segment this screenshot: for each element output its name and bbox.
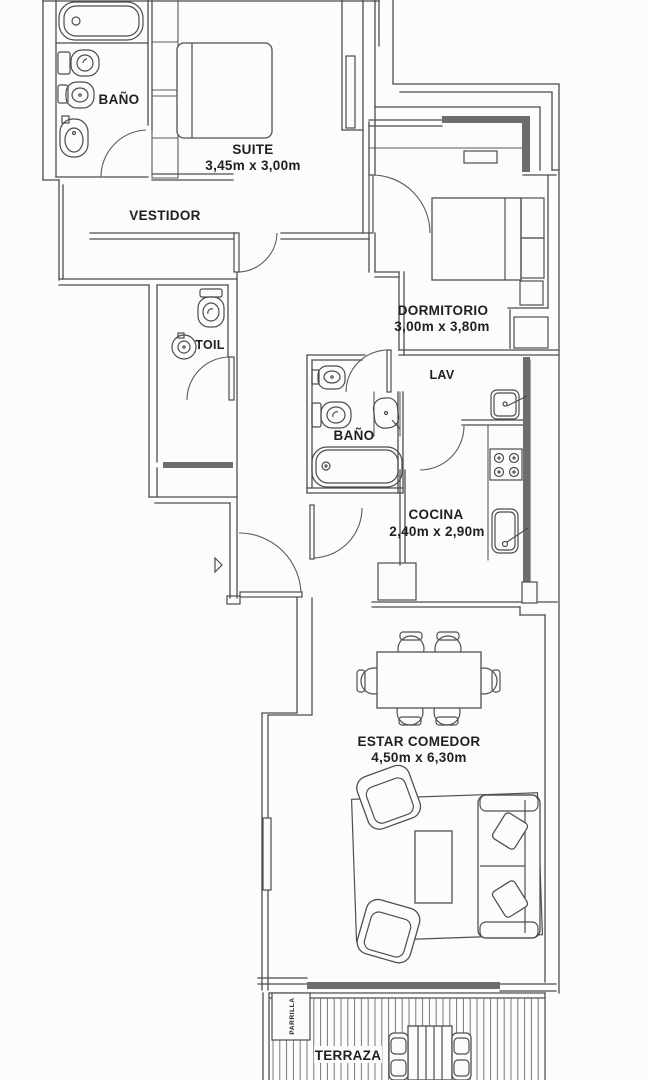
bathtub-icon [311, 446, 403, 488]
toil-label: TOIL [195, 338, 225, 352]
laundry-sink-icon [490, 389, 528, 420]
vestidor-door-leaf [233, 232, 240, 273]
suite-label: SUITE [232, 142, 273, 157]
closet [519, 280, 544, 306]
terraza-label: TERRAZA [315, 1048, 382, 1063]
bano-suite-door-arc [100, 129, 147, 178]
walls [42, 0, 560, 1080]
bano-suite-label: BAÑO [99, 92, 140, 107]
hall-door-leaf [309, 504, 315, 560]
vestidor-door-arc [236, 232, 278, 273]
lav-label: LAV [430, 368, 455, 382]
bathtub-icon [58, 1, 144, 41]
outdoor-chair [388, 1032, 409, 1080]
dark-walls [163, 116, 538, 989]
bano-door-arc [345, 349, 389, 393]
sink-icon [59, 115, 89, 158]
shelf [463, 150, 498, 164]
outdoor-chair [451, 1032, 472, 1080]
armchair [356, 764, 422, 830]
round-sink-icon [171, 332, 197, 360]
wardrobe [151, 0, 179, 179]
living-set [350, 764, 544, 964]
toilet-icon [197, 288, 225, 328]
washbasin-icon [372, 391, 401, 437]
entrance-door-leaf [239, 591, 303, 598]
dining-set [356, 631, 501, 726]
pillow [491, 812, 529, 850]
bano-label: BAÑO [334, 428, 375, 443]
dormitorio-door-arc [371, 174, 431, 234]
bano-suite-fixtures [57, 1, 144, 158]
room-labels: BAÑO SUITE 3,45m x 3,00m VESTIDOR TOIL D… [99, 92, 490, 1063]
cocina-label: COCINA [408, 507, 463, 522]
outdoor-furniture [388, 1025, 472, 1080]
entrance-wall-stub [226, 595, 241, 605]
dormitorio-label: DORMITORIO [398, 303, 489, 318]
dining-table [376, 651, 482, 709]
vestidor-label: VESTIDOR [129, 208, 200, 223]
toilet-icon [311, 401, 352, 429]
dormitorio-dims: 3,00m x 3,80m [394, 319, 489, 334]
cocina-door-arc [419, 425, 465, 471]
suite-dims: 3,45m x 3,00m [205, 158, 300, 173]
estar-dims: 4,50m x 6,30m [371, 750, 466, 765]
cursor-arrow-icon [214, 556, 223, 574]
double-bed [431, 197, 522, 281]
suite-furniture [151, 0, 273, 179]
nightstand [520, 237, 545, 279]
lav-cocina-fixtures [377, 389, 529, 601]
coffee-table [414, 830, 453, 904]
outdoor-table [407, 1025, 453, 1080]
nightstand [520, 197, 545, 239]
sofa [477, 794, 541, 939]
parrilla-box [271, 992, 311, 1041]
toil-door-arc [186, 356, 231, 401]
bano-door-leaf [386, 349, 392, 393]
terraza [270, 992, 545, 1080]
pillow [491, 880, 529, 918]
parrilla-label: PARRILLA [289, 997, 296, 1034]
bidet-icon [57, 81, 95, 109]
cocina-dims: 2,40m x 2,90m [389, 524, 484, 539]
stove-icon [489, 448, 523, 481]
dormitorio-furniture [431, 150, 549, 349]
bano-fixtures [311, 365, 403, 488]
windows [262, 55, 356, 891]
toil-door-leaf [228, 356, 235, 401]
closet [513, 316, 549, 349]
entrance-door-arc [238, 532, 302, 596]
doors [100, 129, 465, 605]
double-bed [176, 42, 273, 139]
dormitorio-door-leaf [368, 174, 374, 234]
hall-door-arc [311, 507, 363, 559]
estar-label: ESTAR COMEDOR [358, 734, 481, 749]
toil-fixtures [171, 288, 225, 360]
kitchen-sink-icon [491, 508, 529, 554]
estar-window [262, 817, 272, 891]
bidet-icon [311, 365, 346, 390]
toilet-icon [57, 49, 100, 77]
suite-window [345, 55, 356, 129]
armchair [356, 898, 421, 964]
fridge [377, 562, 417, 601]
